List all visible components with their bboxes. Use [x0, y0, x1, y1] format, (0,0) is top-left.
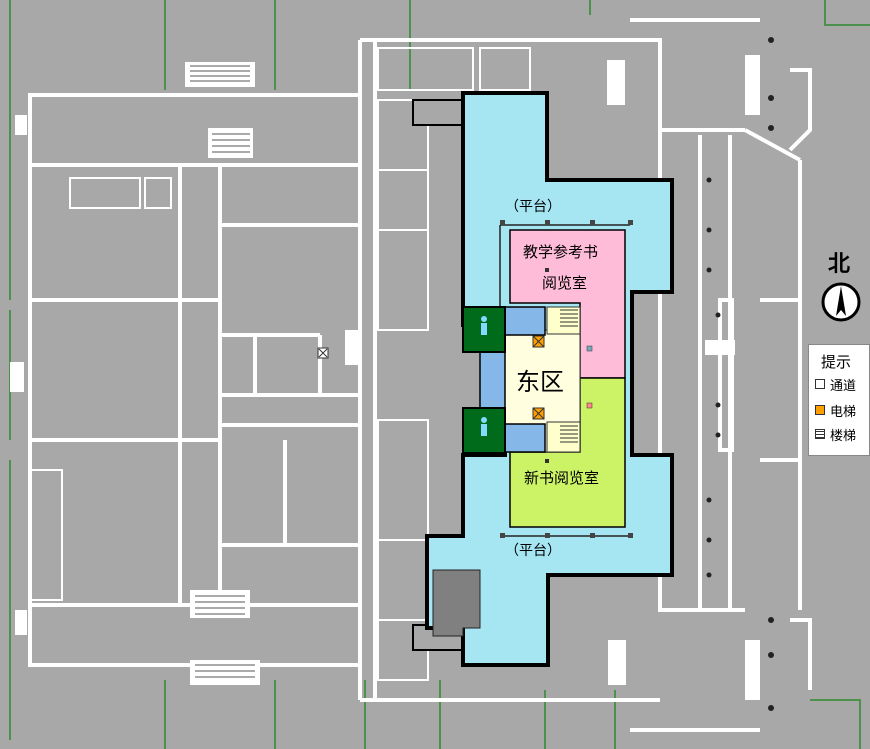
platform-south-label: （平台）	[505, 543, 561, 559]
occupied-block	[432, 569, 481, 637]
restroom-person-icon	[481, 316, 487, 436]
dots	[706, 37, 774, 711]
zone-label: 东区	[516, 368, 564, 396]
stairs-swatch-icon	[815, 429, 825, 439]
legend-item-label: 通道	[830, 378, 857, 394]
west-wing-rooms	[29, 47, 531, 681]
x-marker	[317, 347, 329, 359]
platform-column-dots	[500, 220, 633, 538]
legend-item-elevator: 电梯	[815, 401, 857, 420]
teaching-reference-label-line1: 教学参考书	[523, 243, 598, 261]
stairwells	[546, 306, 581, 453]
legend-item-label: 楼梯	[830, 428, 857, 444]
compass-label: 北	[828, 252, 851, 277]
passage-swatch-icon	[815, 379, 825, 389]
corridor-west	[479, 351, 506, 409]
side-room-south	[504, 423, 546, 453]
legend-title: 提示	[821, 353, 852, 371]
teaching-reference-label-line2: 阅览室	[542, 274, 587, 292]
east-stairs	[15, 55, 760, 700]
new-books-label: 新书阅览室	[524, 469, 599, 487]
markers	[545, 268, 593, 463]
east-wing-walls	[600, 18, 812, 732]
compass-arrow-icon	[821, 282, 861, 322]
legend-item-stairs: 楼梯	[815, 425, 857, 444]
north-compass: 北	[818, 246, 870, 330]
legend: 提示 通道 电梯 楼梯	[808, 344, 870, 456]
west-connector-north	[412, 99, 464, 126]
west-stairs-treads	[190, 65, 255, 678]
platform-north-label: （平台）	[505, 199, 561, 215]
side-room-north	[504, 306, 546, 336]
legend-item-passage: 通道	[815, 375, 857, 394]
legend-item-label: 电梯	[830, 404, 857, 420]
elevator-swatch-icon	[815, 405, 825, 415]
elevator-icon	[532, 335, 545, 420]
